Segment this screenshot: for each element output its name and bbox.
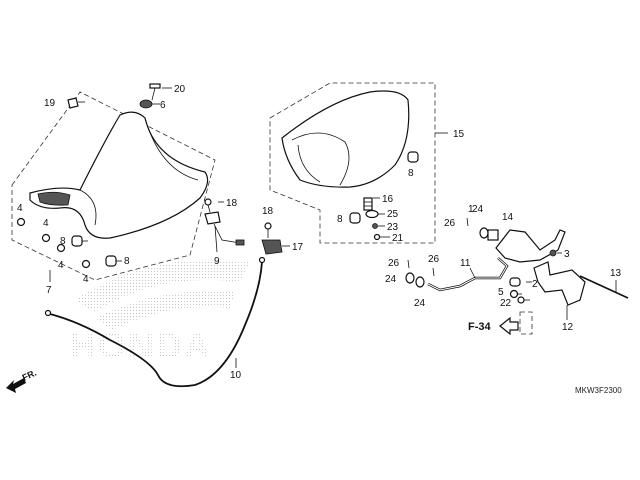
part-24-washer-c: [415, 276, 425, 288]
leader-lines: [49, 87, 617, 368]
front-direction-indicator: FR.: [6, 368, 38, 393]
part-4-nut-d: [81, 259, 91, 269]
part-14-bracket: [495, 229, 566, 263]
part-4-nut-c: [56, 243, 66, 253]
callout-26[interactable]: 26: [388, 258, 400, 269]
callout-8[interactable]: 8: [124, 256, 130, 267]
callout-8[interactable]: 8: [408, 168, 414, 179]
part-8-cushion-c: [407, 151, 419, 163]
part-17-latch: [261, 239, 283, 255]
callout-20[interactable]: 20: [174, 84, 186, 95]
f34-reference-label[interactable]: F-34: [468, 321, 492, 333]
cable-end-icon: [44, 309, 52, 317]
callout-4[interactable]: 4: [58, 260, 64, 271]
front-seat-group-outline: [11, 91, 216, 281]
part-21-screw: [373, 233, 381, 241]
f34-bolt-box: [519, 311, 533, 335]
callout-16[interactable]: 16: [382, 194, 394, 205]
callout-9[interactable]: 9: [214, 256, 220, 267]
callout-23[interactable]: 23: [387, 222, 399, 233]
part-16-spring: [363, 197, 373, 211]
honda-watermark: HONDA: [70, 259, 250, 366]
part-4-nut-a: [16, 217, 26, 227]
callout-10[interactable]: 10: [230, 370, 242, 381]
arrow-left-icon: [499, 316, 519, 336]
callout-25[interactable]: 25: [387, 209, 399, 220]
callout-4[interactable]: 4: [17, 203, 23, 214]
part-22-nut: [517, 296, 525, 304]
callout-26[interactable]: 26: [428, 254, 440, 265]
rear-seat: [281, 90, 410, 188]
callout-11[interactable]: 11: [460, 258, 471, 269]
callout-26[interactable]: 26: [444, 218, 456, 229]
part-26-pin-b: [407, 259, 410, 269]
drawing-code: MKW3F2300: [575, 386, 622, 395]
part-13-rod: [579, 275, 629, 299]
callout-24[interactable]: 24: [385, 274, 397, 285]
callout-19[interactable]: 19: [44, 98, 56, 109]
part-8-cushion-d: [349, 212, 361, 224]
part-2-cushion: [509, 277, 521, 287]
part-5-nut: [509, 289, 519, 299]
callout-14[interactable]: 14: [502, 212, 514, 223]
honda-watermark-text: HONDA: [70, 325, 212, 366]
part-9-bracket: [204, 211, 245, 246]
part-4-nut-b: [41, 233, 51, 243]
callout-22[interactable]: 22: [500, 298, 512, 309]
callout-8[interactable]: 8: [337, 214, 343, 225]
part-25-washer: [365, 209, 379, 219]
callout-21[interactable]: 21: [392, 233, 404, 244]
callouts: 1 2 3 4 4 4 4 5 6 7 8 8 8 8 9 10 11 12 1…: [17, 84, 622, 381]
part-23-nut: [372, 223, 378, 229]
callout-4[interactable]: 4: [43, 218, 49, 229]
part-18-bolt-a: [204, 198, 212, 213]
front-seat: [29, 111, 209, 239]
part-19-clip: [67, 97, 79, 109]
callout-4[interactable]: 4: [83, 274, 89, 285]
part-24-washer-b: [405, 272, 415, 284]
callout-7[interactable]: 7: [46, 285, 52, 296]
part-20-bolt: [149, 83, 161, 101]
part-12-lever: [533, 261, 586, 306]
f34-reference[interactable]: F-34: [468, 311, 533, 336]
part-1-spring: [487, 229, 499, 241]
callout-24[interactable]: 24: [414, 298, 426, 309]
callout-24[interactable]: 24: [472, 204, 484, 215]
callout-15[interactable]: 15: [453, 129, 465, 140]
front-arrow-label: FR.: [21, 368, 38, 383]
callout-3[interactable]: 3: [564, 249, 570, 260]
callout-2[interactable]: 2: [532, 279, 538, 290]
part-3-collar: [549, 249, 557, 257]
callout-13[interactable]: 13: [610, 268, 622, 279]
part-8-cushion-b: [105, 255, 117, 267]
callout-17[interactable]: 17: [292, 242, 304, 253]
callout-8[interactable]: 8: [60, 236, 66, 247]
part-18-bolt-b: [264, 222, 272, 238]
front-arrow-icon: [6, 378, 26, 393]
callout-18[interactable]: 18: [262, 206, 274, 217]
part-26-pin-c: [432, 267, 435, 277]
part-8-cushion-a: [71, 235, 83, 247]
part-6-grommet: [139, 99, 153, 109]
callout-18[interactable]: 18: [226, 198, 238, 209]
callout-1[interactable]: 1: [468, 204, 474, 215]
cable-end-icon: [258, 256, 266, 264]
callout-12[interactable]: 12: [562, 322, 574, 333]
part-24-washer-a: [479, 227, 489, 239]
callout-6[interactable]: 6: [160, 100, 166, 111]
part-26-pin-a: [466, 217, 469, 227]
part-10-cable: [49, 261, 263, 388]
callout-5[interactable]: 5: [498, 287, 504, 298]
